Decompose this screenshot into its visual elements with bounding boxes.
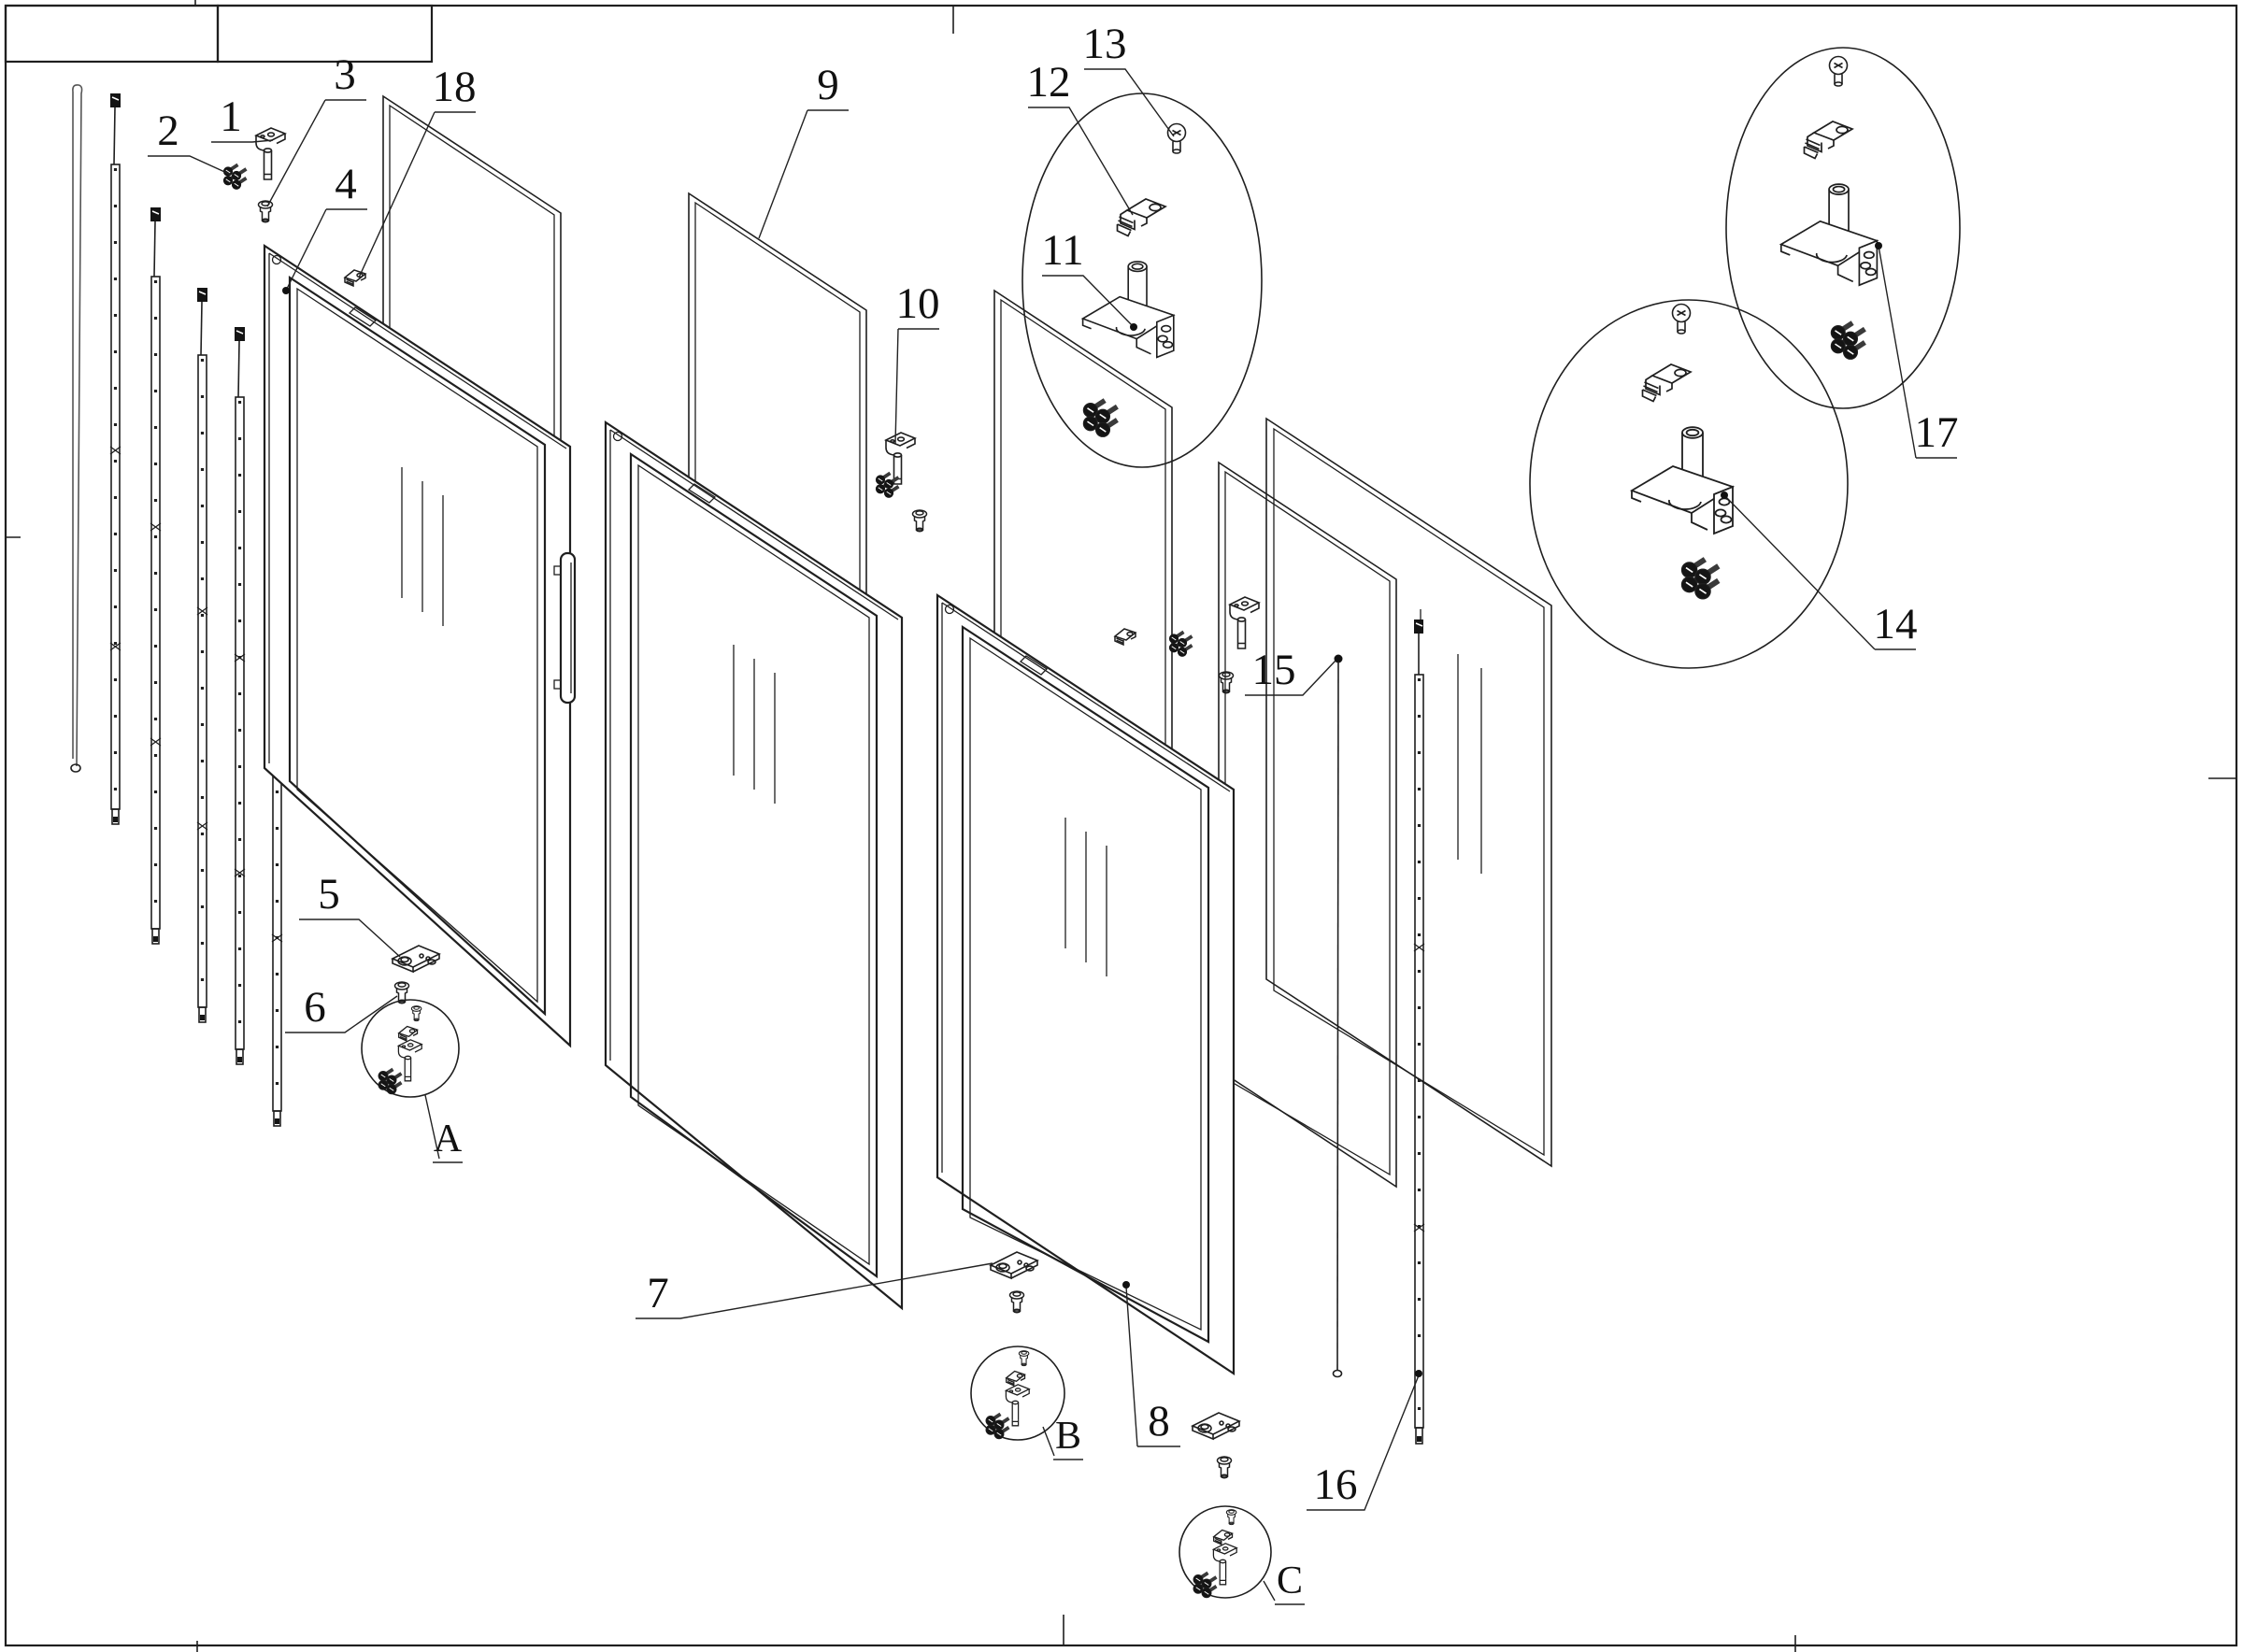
part-label-13: 13 [1083,20,1127,68]
bottom-pivot-screw-right [1216,1456,1233,1479]
callout-ellipse-hinge-14 [1529,299,1849,669]
screw-cluster-mid [874,471,901,500]
part-label-7: 7 [647,1269,669,1317]
door-panel-3 [936,592,1236,1376]
bottom-hinge-plate-7 [990,1251,1038,1279]
hinge-bracket-10 [885,432,916,485]
frame-clip-18 [344,269,366,287]
callout-3: 3 [266,50,366,207]
callout-8: 8 [1122,1281,1180,1447]
screw-cluster-2 [221,163,249,192]
callout-15: 15 [1245,646,1336,696]
callout-10: 10 [894,279,940,445]
part-label-8: 8 [1148,1397,1170,1446]
part-label-1: 1 [220,93,242,141]
callout-17: 17 [1875,242,1959,459]
frame-clip-right [1114,628,1136,646]
glass-panel-4 [1218,461,1397,1189]
door-handle [553,551,577,705]
detail-label-B: B [1055,1415,1081,1458]
part-label-10: 10 [896,279,940,328]
part-label-15: 15 [1252,646,1296,694]
part-label-4: 4 [335,160,357,208]
gasket-strip-3 [196,288,208,1023]
hinge-bracket-right [1229,596,1260,649]
glass-panel-5 [1265,417,1552,1168]
gasket-strip-1 [109,93,121,825]
bottom-hinge-plate-right [1192,1412,1240,1440]
callout-2: 2 [148,107,232,176]
callout-A: A [424,1094,463,1163]
support-rod-15 [1332,654,1343,1378]
callout-9: 9 [758,61,849,239]
part-label-11: 11 [1041,226,1083,275]
part-label-18: 18 [433,63,477,111]
part-label-14: 14 [1874,600,1918,648]
gasket-strip-16 [1413,609,1425,1445]
part-label-6: 6 [304,983,326,1032]
pivot-screw-mid [911,509,928,533]
bottom-hinge-plate-5 [392,945,440,973]
hinge-bracket-1 [255,127,286,180]
part-label-12: 12 [1027,58,1071,107]
detail-label-C: C [1277,1559,1303,1602]
title-block [4,4,434,64]
callout-18: 18 [358,63,477,278]
part-label-17: 17 [1915,408,1959,457]
part-label-3: 3 [334,50,356,99]
callout-ellipse-hinge-11-12-13 [1021,93,1263,468]
callout-ellipse-hinge-17 [1725,47,1961,409]
callout-5: 5 [299,870,401,958]
pivot-screw-3 [257,200,274,223]
callout-16: 16 [1307,1370,1422,1511]
part-label-9: 9 [817,61,839,109]
pivot-screw-right [1218,671,1235,694]
sheet-border [4,0,2238,1652]
gasket-strip-rod [70,84,83,773]
door-panel-2 [604,420,904,1311]
part-label-5: 5 [318,870,340,919]
callout-14: 14 [1721,491,1918,650]
callout-12: 12 [1027,58,1134,216]
detail-circle-A [361,999,460,1098]
detail-circle-C [1179,1505,1272,1600]
callout-11: 11 [1041,226,1137,331]
title-block-cell-right [216,4,434,64]
callout-6: 6 [285,983,398,1033]
callout-13: 13 [1083,20,1175,137]
callout-C: C [1263,1559,1305,1605]
detail-circle-B [970,1346,1065,1441]
door-panel-1 [263,243,572,1048]
gasket-strip-4 [234,327,246,1065]
part-label-16: 16 [1314,1460,1358,1509]
callout-7: 7 [636,1262,993,1319]
gasket-strip-2 [150,207,162,945]
callout-4: 4 [282,160,367,294]
bottom-pivot-screw-7 [1008,1290,1025,1314]
title-block-cell-left [4,4,220,64]
callout-B: B [1042,1415,1083,1460]
callout-1: 1 [211,93,274,143]
part-label-2: 2 [157,107,179,155]
